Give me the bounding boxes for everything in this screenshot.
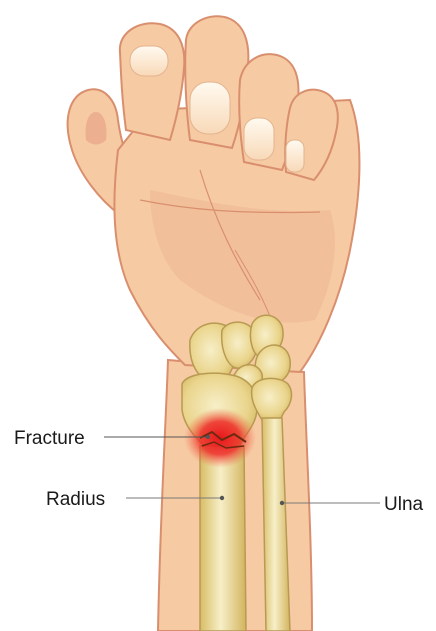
finger-index (120, 23, 184, 140)
nail-middle (190, 82, 230, 134)
nail-index (130, 46, 168, 76)
nail-little (286, 140, 304, 172)
fracture-label: Fracture (14, 428, 85, 449)
radius-label: Radius (46, 489, 105, 510)
radius-shaft (200, 446, 246, 631)
radius-leader-dot (220, 496, 224, 500)
fracture-leader-dot (206, 435, 210, 439)
fracture-glow (184, 408, 256, 468)
ulna-leader-dot (280, 501, 284, 505)
ulna-label: Ulna (384, 494, 424, 515)
nail-ring (244, 118, 274, 160)
